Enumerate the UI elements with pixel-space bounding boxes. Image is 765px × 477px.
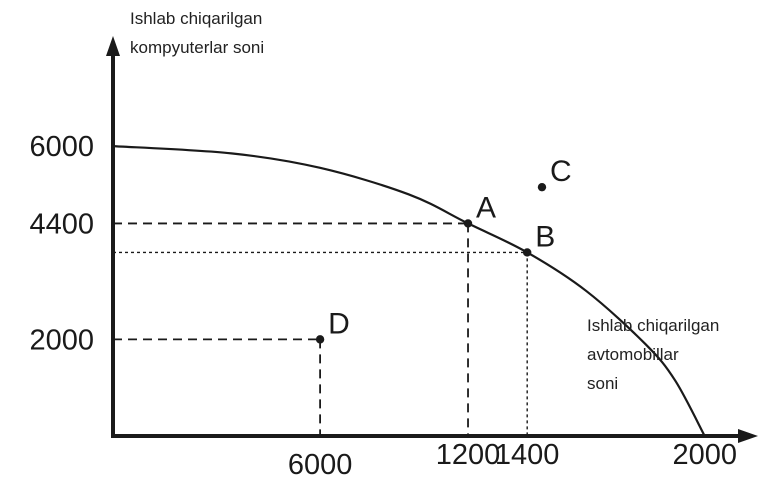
ppf-curve-layer bbox=[112, 145, 706, 437]
point-B bbox=[522, 248, 532, 257]
axes bbox=[106, 36, 758, 443]
y-tick-label-2000: 2000 bbox=[29, 324, 94, 356]
x-axis-arrow-icon bbox=[738, 429, 758, 443]
x-tick-label-1200: 1200 bbox=[436, 439, 501, 471]
x-axis-title-line-3: soni bbox=[587, 374, 618, 393]
points-layer: A BC D bbox=[315, 155, 572, 344]
point-C bbox=[537, 182, 547, 192]
y-axis-title-line-2: kompyuterlar soni bbox=[130, 38, 264, 57]
guide-lines bbox=[113, 222, 528, 436]
axis-titles: Ishlab chiqarilgan kompyuterlar soni Ish… bbox=[130, 9, 719, 393]
point-label-A: A bbox=[476, 191, 496, 224]
y-tick-label-4400: 4400 bbox=[29, 208, 94, 240]
y-tick-label-6000: 6000 bbox=[29, 131, 94, 163]
point-label-D: D bbox=[328, 307, 350, 340]
x-axis-title-line-2: avtomobillar bbox=[587, 345, 679, 364]
y-axis-arrow-icon bbox=[106, 36, 120, 56]
x-axis-title-line-1: Ishlab chiqarilgan bbox=[587, 316, 719, 335]
x-tick-label-2000: 2000 bbox=[672, 439, 737, 471]
ppf-curve bbox=[112, 145, 706, 437]
point-D bbox=[315, 335, 325, 344]
y-axis-title-line-1: Ishlab chiqarilgan bbox=[130, 9, 262, 28]
point-A bbox=[463, 219, 473, 228]
point-label-C: C bbox=[550, 155, 572, 188]
x-tick-label-1400: 1400 bbox=[495, 439, 560, 471]
point-label-B: B bbox=[535, 220, 555, 253]
x-tick-label-6000: 6000 bbox=[288, 449, 353, 477]
